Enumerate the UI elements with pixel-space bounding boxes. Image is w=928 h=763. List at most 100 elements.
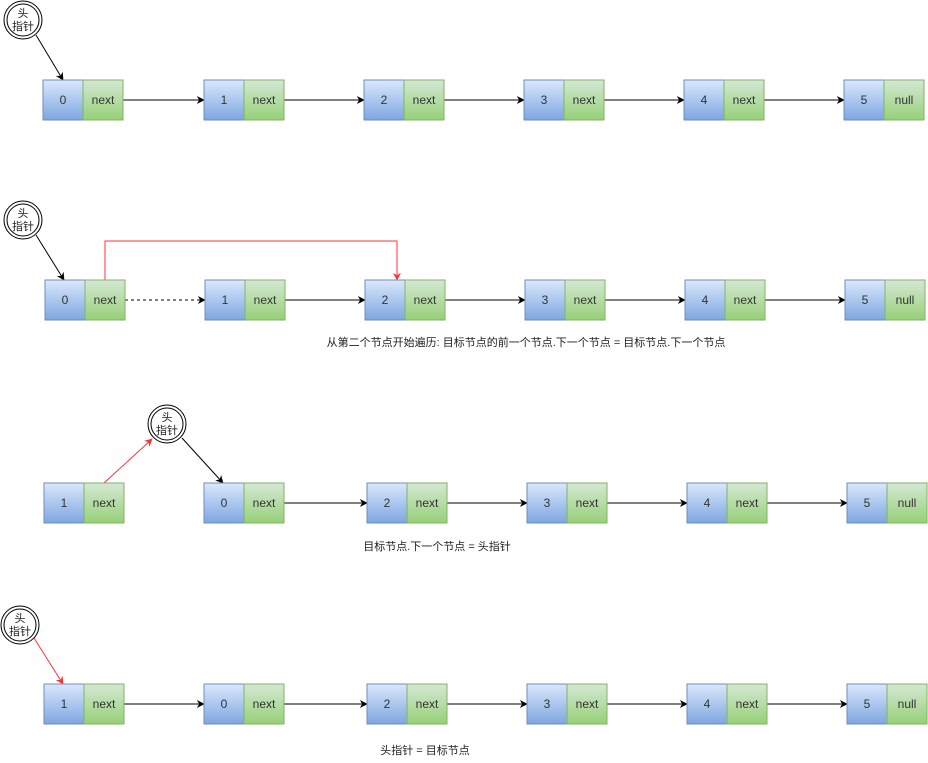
node-next-cell <box>404 279 446 321</box>
node-value-cell <box>43 683 85 725</box>
list-node: 5 null <box>844 279 926 321</box>
node-value: 3 <box>544 697 551 711</box>
head-pointer: 头指针 <box>3 200 43 240</box>
node-value-cell <box>523 79 565 121</box>
list-node: 0 next <box>42 79 124 121</box>
node-next-label: next <box>416 496 439 510</box>
node-value: 0 <box>60 93 67 107</box>
node-next-cell <box>726 482 768 524</box>
node-value-cell <box>846 482 888 524</box>
node-next-label: next <box>93 496 116 510</box>
head-pointer: 头指针 <box>3 0 43 40</box>
step-caption: 目标节点.下一个节点 = 头指针 <box>363 539 511 553</box>
node-next-label: next <box>733 93 756 107</box>
list-node: 4 next <box>683 79 765 121</box>
node-value: 3 <box>542 293 549 307</box>
node-next-cell <box>883 79 925 121</box>
bypass-pointer-arrow <box>104 240 401 281</box>
node-next-label: next <box>94 293 117 307</box>
node-value-cell <box>843 79 885 121</box>
head-pointer: 头指针 <box>0 605 40 645</box>
head-pointer-label-line1: 头 <box>162 411 173 424</box>
node-value-cell <box>526 482 568 524</box>
list-node: 4 next <box>684 279 766 321</box>
node-next-cell <box>886 482 928 524</box>
head-pointer-label-line1: 头 <box>15 612 26 625</box>
node-next-cell <box>406 482 448 524</box>
step-caption: 从第二个节点开始遍历: 目标节点的前一个节点.下一个节点 = 目标节点.下一个节… <box>327 335 726 349</box>
node-next-cell <box>83 683 125 725</box>
node-next-cell <box>886 683 928 725</box>
node-value-cell <box>203 683 245 725</box>
node-next-cell <box>726 683 768 725</box>
node-next-cell <box>723 79 765 121</box>
node-next-cell <box>243 683 285 725</box>
node-next-label: next <box>573 93 596 107</box>
node-value-cell <box>44 279 86 321</box>
node-value: 4 <box>704 697 711 711</box>
node-value: 2 <box>382 293 389 307</box>
head-pointer-arrow <box>35 234 65 281</box>
head-pointer-label-line1: 头 <box>18 7 29 20</box>
node-next-cell <box>884 279 926 321</box>
node-next-label: next <box>93 697 116 711</box>
head-pointer-label-line1: 头 <box>18 207 29 220</box>
node-value: 0 <box>221 496 228 510</box>
head-pointer: 头指针 <box>147 404 187 444</box>
head-pointer-label-line2: 指针 <box>9 624 31 638</box>
node-value: 4 <box>704 496 711 510</box>
node-value: 1 <box>221 93 228 107</box>
node-next-label: next <box>92 93 115 107</box>
head-pointer-inner-ring <box>6 3 40 37</box>
node-value-cell <box>526 683 568 725</box>
head-pointer-label-line2: 指针 <box>12 19 34 33</box>
list-node: 0 next <box>203 683 285 725</box>
node-value: 2 <box>381 93 388 107</box>
node-value: 5 <box>862 293 869 307</box>
head-pointer-label-line2: 指针 <box>12 219 34 233</box>
node-value-cell <box>524 279 566 321</box>
node-next-label: next <box>413 93 436 107</box>
node-value: 1 <box>61 697 68 711</box>
head-pointer-inner-ring <box>150 407 184 441</box>
node-value: 5 <box>864 697 871 711</box>
node-next-label: next <box>576 697 599 711</box>
node-value-cell <box>364 279 406 321</box>
node-value: 4 <box>701 93 708 107</box>
head-pointer-inner-ring <box>3 608 37 642</box>
node-value: 3 <box>541 93 548 107</box>
node-value-cell <box>204 279 246 321</box>
node-value: 5 <box>864 496 871 510</box>
head-to-target-arrow <box>33 637 64 685</box>
head-pointer-inner-ring <box>6 203 40 237</box>
node-next-label: null <box>896 293 915 307</box>
head-pointer-label-line2: 指针 <box>156 423 178 437</box>
node-value: 0 <box>221 697 228 711</box>
node-next-cell <box>566 482 608 524</box>
node-next-label: null <box>895 93 914 107</box>
node-value-cell <box>686 683 728 725</box>
node-next-label: next <box>736 496 759 510</box>
list-node: 3 next <box>523 79 605 121</box>
node-next-cell <box>82 79 124 121</box>
list-node: 1 next <box>43 683 125 725</box>
node-next-label: next <box>416 697 439 711</box>
node-next-label: next <box>253 697 276 711</box>
node-next-cell <box>84 279 126 321</box>
node-next-label: next <box>576 496 599 510</box>
node-next-cell <box>243 79 285 121</box>
node-value: 4 <box>702 293 709 307</box>
node-next-label: next <box>253 496 276 510</box>
node-next-label: next <box>734 293 757 307</box>
node-next-cell <box>406 683 448 725</box>
head-pointer-arrow <box>181 437 224 484</box>
step-caption: 头指针 = 目标节点 <box>380 743 470 757</box>
